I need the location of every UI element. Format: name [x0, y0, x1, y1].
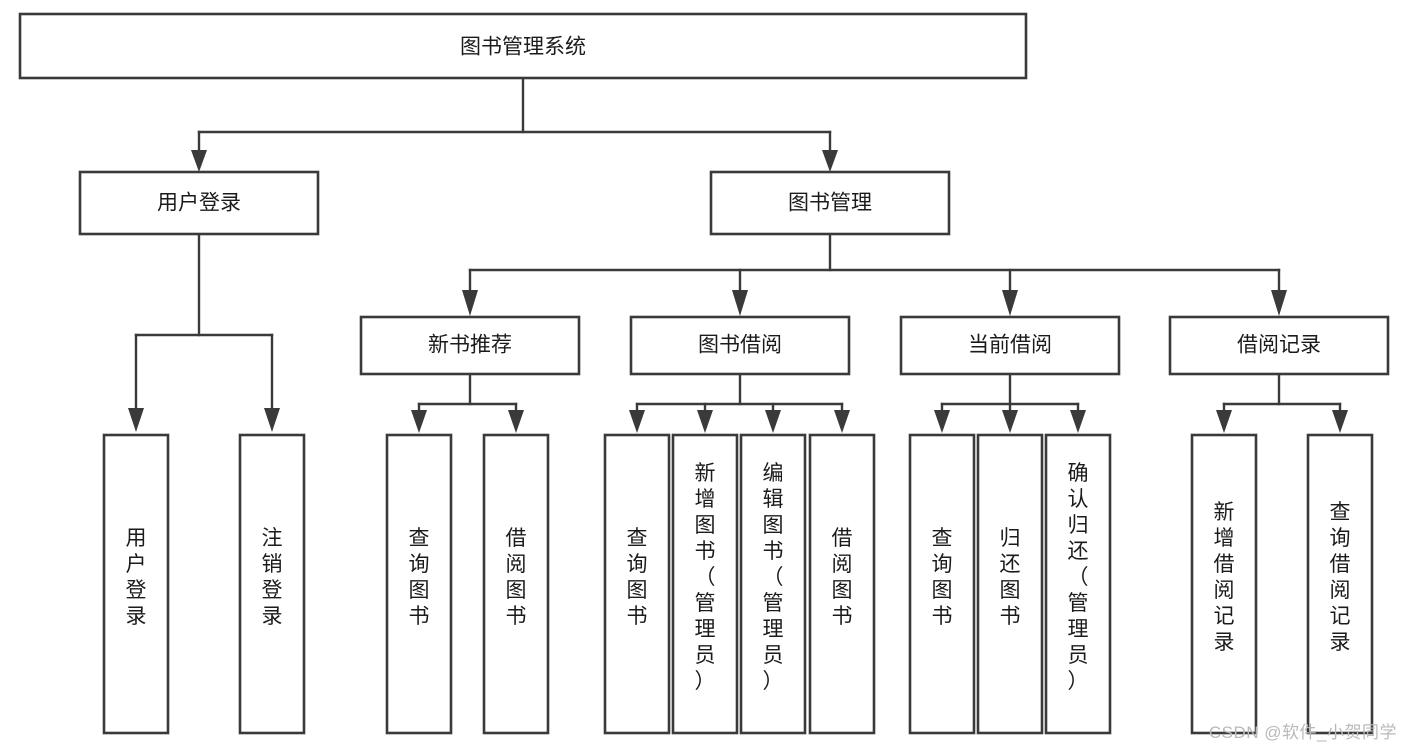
node-leaf-return-book[interactable]: 归还图书	[976, 433, 1044, 735]
node-leaf-add-record-box[interactable]	[1190, 433, 1258, 735]
arrowhead-leaf-query-book-2	[629, 410, 645, 433]
node-leaf-add-record[interactable]: 新增借阅记录	[1190, 433, 1258, 735]
arrowhead-leaf-confirm-return	[1070, 410, 1086, 433]
node-leaf-confirm-return-box[interactable]	[1044, 433, 1112, 735]
node-current-borrow-box[interactable]	[899, 315, 1121, 376]
connector-layer	[128, 76, 1348, 433]
arrowhead-leaf-borrow-book-1	[508, 410, 524, 433]
node-leaf-borrow-book-2[interactable]: 借阅图书	[808, 433, 876, 735]
node-leaf-query-record-box[interactable]	[1306, 433, 1374, 735]
node-book-borrow[interactable]: 图书借阅	[629, 315, 851, 376]
node-leaf-logout-login[interactable]: 注销登录	[238, 433, 306, 735]
node-new-book-recommend-box[interactable]	[359, 315, 581, 376]
node-leaf-add-record-label: 新增借阅记录	[1214, 501, 1235, 654]
arrowhead-leaf-user-login	[128, 408, 144, 432]
node-current-borrow-label: 当前借阅	[968, 334, 1052, 357]
node-user-login-box[interactable]	[78, 170, 320, 236]
node-new-book-recommend-label: 新书推荐	[428, 334, 512, 357]
arrowhead-new-book-recommend	[462, 290, 478, 316]
node-leaf-user-login-box[interactable]	[102, 433, 170, 735]
node-book-management-box[interactable]	[709, 170, 951, 236]
arrowhead-leaf-logout-login	[264, 408, 280, 432]
node-leaf-edit-book-box[interactable]	[739, 433, 807, 735]
node-leaf-borrow-book-2-box[interactable]	[808, 433, 876, 735]
node-leaf-confirm-return[interactable]: 确认归还（管理员）	[1044, 433, 1112, 735]
node-user-login-label: 用户登录	[157, 192, 241, 215]
node-root-box[interactable]	[18, 12, 1028, 80]
arrowhead-current-borrow	[1002, 290, 1018, 316]
node-leaf-query-book-3-box[interactable]	[908, 433, 976, 735]
arrowhead-borrow-record	[1271, 290, 1287, 316]
arrowhead-leaf-return-book	[1002, 410, 1018, 433]
node-leaf-borrow-book-2-label: 借阅图书	[832, 527, 853, 628]
node-leaf-user-login[interactable]: 用户登录	[102, 433, 170, 735]
node-root[interactable]: 图书管理系统	[18, 12, 1028, 80]
node-book-borrow-label: 图书借阅	[698, 334, 782, 357]
node-leaf-logout-login-label: 注销登录	[262, 527, 283, 628]
node-leaf-edit-book-label: 编辑图书（管理员）	[763, 462, 784, 693]
node-leaf-edit-book[interactable]: 编辑图书（管理员）	[739, 433, 807, 735]
node-leaf-query-book-2[interactable]: 查询图书	[603, 433, 671, 735]
node-new-book-recommend[interactable]: 新书推荐	[359, 315, 581, 376]
arrowhead-leaf-borrow-book-2	[834, 410, 850, 433]
arrowhead-book-borrow	[732, 290, 748, 316]
node-leaf-borrow-book-1-label: 借阅图书	[506, 527, 527, 628]
arrowhead-leaf-query-book-3	[934, 410, 950, 433]
node-borrow-record-box[interactable]	[1168, 315, 1390, 376]
node-leaf-return-book-box[interactable]	[976, 433, 1044, 735]
node-leaf-query-book-1-box[interactable]	[385, 433, 453, 735]
node-current-borrow[interactable]: 当前借阅	[899, 315, 1121, 376]
node-leaf-query-record-label: 查询借阅记录	[1330, 501, 1351, 654]
node-leaf-borrow-book-1[interactable]: 借阅图书	[482, 433, 550, 735]
node-book-borrow-box[interactable]	[629, 315, 851, 376]
node-leaf-add-book-label: 新增图书（管理员）	[695, 462, 716, 693]
node-leaf-query-book-1[interactable]: 查询图书	[385, 433, 453, 735]
node-leaf-logout-login-box[interactable]	[238, 433, 306, 735]
node-leaf-confirm-return-label: 确认归还（管理员）	[1068, 462, 1089, 693]
node-leaf-query-record[interactable]: 查询借阅记录	[1306, 433, 1374, 735]
arrowhead-leaf-add-record	[1216, 410, 1232, 433]
node-book-management[interactable]: 图书管理	[709, 170, 951, 236]
node-leaf-borrow-book-1-box[interactable]	[482, 433, 550, 735]
node-leaf-add-book-box[interactable]	[671, 433, 739, 735]
node-root-label: 图书管理系统	[460, 36, 586, 59]
node-leaf-query-book-3-label: 查询图书	[932, 527, 953, 628]
arrowhead-user-login	[191, 150, 207, 172]
node-leaf-user-login-label: 用户登录	[126, 527, 147, 628]
node-borrow-record-label: 借阅记录	[1237, 334, 1321, 357]
arrowhead-leaf-edit-book	[765, 410, 781, 433]
node-borrow-record[interactable]: 借阅记录	[1168, 315, 1390, 376]
arrowhead-leaf-query-book-1	[411, 410, 427, 433]
node-leaf-add-book[interactable]: 新增图书（管理员）	[671, 433, 739, 735]
node-book-management-label: 图书管理	[788, 192, 872, 215]
node-leaf-query-book-3[interactable]: 查询图书	[908, 433, 976, 735]
arrowhead-leaf-query-record	[1332, 410, 1348, 433]
node-leaf-query-book-1-label: 查询图书	[409, 527, 430, 628]
arrowhead-leaf-add-book	[697, 410, 713, 433]
node-leaf-query-book-2-box[interactable]	[603, 433, 671, 735]
arrowhead-book-management	[822, 150, 838, 172]
node-user-login[interactable]: 用户登录	[78, 170, 320, 236]
node-leaf-query-book-2-label: 查询图书	[627, 527, 648, 628]
node-leaf-return-book-label: 归还图书	[1000, 527, 1021, 628]
